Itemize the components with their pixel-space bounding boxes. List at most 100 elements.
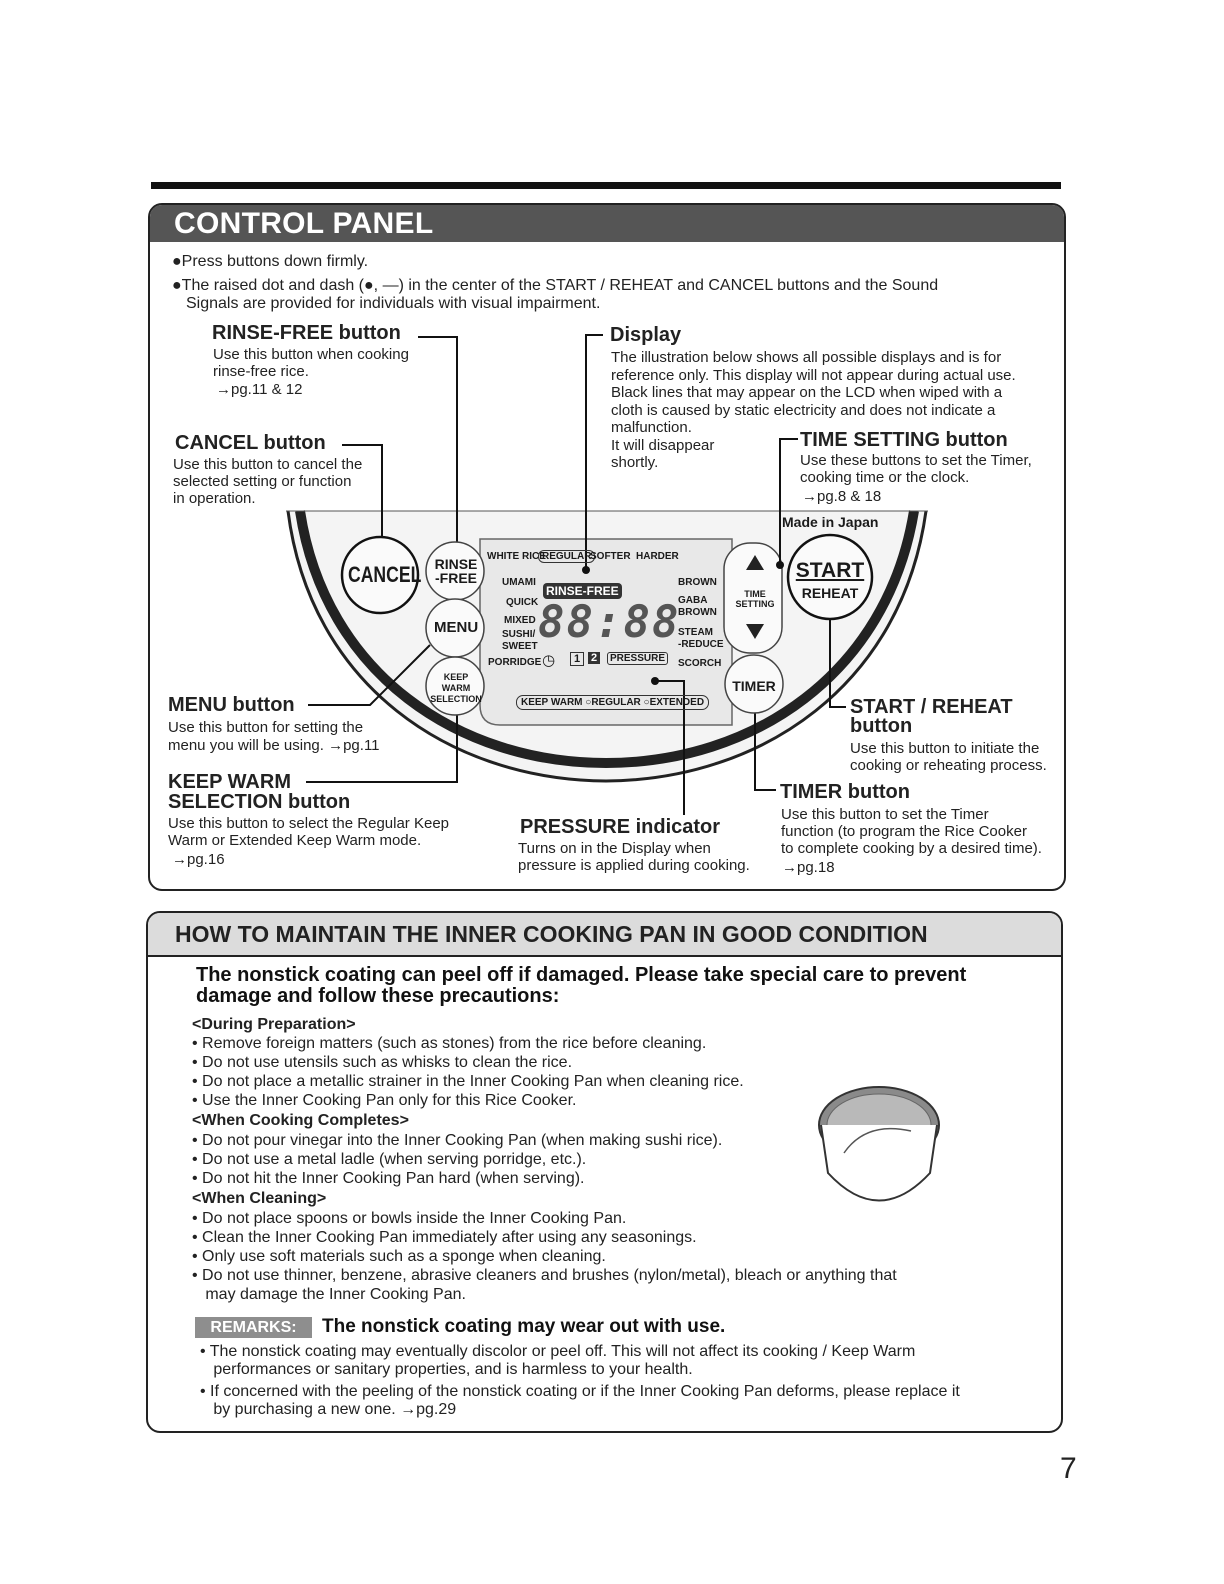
- pressure-line-2: pressure is applied during cooking.: [518, 857, 750, 874]
- control-panel-title: CONTROL PANEL: [174, 207, 434, 240]
- cancel-heading: CANCEL button: [175, 432, 326, 454]
- cooking-completes-heading: <When Cooking Completes>: [192, 1112, 409, 1129]
- lcd-harder: HARDER: [636, 551, 679, 562]
- lcd-two: 2: [588, 652, 601, 664]
- keep-warm-selection-button[interactable]: KEEP WARM SELECTION: [430, 672, 482, 705]
- rinse-free-line-2: rinse-free rice.: [213, 363, 309, 380]
- time-setting-line-2: cooking time or the clock.: [800, 469, 970, 486]
- rinse-free-button-label-1: RINSE: [434, 556, 478, 572]
- lcd-one: 1: [570, 652, 585, 666]
- timer-line-1: Use this button to set the Timer: [781, 806, 989, 823]
- lcd-keep-warm-row: KEEP WARM ○REGULAR ○EXTENDED: [516, 695, 710, 710]
- lcd-umami: UMAMI: [502, 577, 536, 588]
- prep-item-2: • Do not use utensils such as whisks to …: [192, 1054, 573, 1071]
- timer-line-2: function (to program the Rice Cooker: [781, 823, 1027, 840]
- time-setting-heading: TIME SETTING button: [800, 429, 1008, 451]
- bullet-raised-dot-cont: Signals are provided for individuals wit…: [186, 295, 601, 312]
- lcd-rinse-free-indicator: RINSE-FREE: [543, 583, 622, 599]
- rinse-free-heading: RINSE-FREE button: [212, 322, 401, 344]
- bullet-raised-dot: ●The raised dot and dash (●, —) in the c…: [172, 277, 939, 294]
- kw-button-label-2: SELECTION: [430, 694, 482, 704]
- rinse-free-button[interactable]: RINSE -FREE: [433, 557, 479, 585]
- maintain-section: HOW TO MAINTAIN THE INNER COOKING PAN IN…: [146, 911, 1063, 1433]
- time-setting-button[interactable]: TIME SETTING: [730, 589, 780, 609]
- display-line-1: The illustration below shows all possibl…: [611, 349, 1002, 366]
- remarks-item-1-cont: performances or sanitary properties, and…: [200, 1361, 693, 1378]
- lcd-porridge: PORRIDGE: [488, 657, 542, 668]
- lcd-reduce: -REDUCE: [678, 639, 724, 650]
- maintain-lead: The nonstick coating can peel off if dam…: [196, 965, 1036, 1007]
- start-reheat-line-2: cooking or reheating process.: [850, 757, 1047, 774]
- start-button[interactable]: START: [795, 559, 865, 582]
- lcd-gaba: GABA: [678, 595, 708, 606]
- clock-icon: ◷: [542, 652, 556, 669]
- cook-item-3: • Do not hit the Inner Cooking Pan hard …: [192, 1170, 585, 1187]
- lcd-scorch: SCORCH: [678, 658, 722, 669]
- remarks-item-2-cont: by purchasing a new one. →pg.29: [200, 1401, 457, 1418]
- lcd-sweet: SWEET: [502, 641, 538, 652]
- cancel-button[interactable]: CANCEL: [348, 562, 422, 587]
- menu-button[interactable]: MENU: [434, 619, 479, 636]
- lcd-quick: QUICK: [506, 597, 539, 608]
- clean-item-4-cont: may damage the Inner Cooking Pan.: [192, 1286, 466, 1303]
- prep-item-1: • Remove foreign matters (such as stones…: [192, 1035, 707, 1052]
- display-line-5: malfunction.: [611, 419, 692, 436]
- display-line-2: reference only. This display will not ap…: [611, 367, 1016, 384]
- rinse-free-button-label-2: -FREE: [435, 570, 477, 586]
- clean-item-4: • Do not use thinner, benzene, abrasive …: [192, 1267, 897, 1284]
- remarks-item-2: • If concerned with the peeling of the n…: [200, 1383, 960, 1400]
- lcd-kw-extended: ○EXTENDED: [643, 697, 705, 708]
- time-setting-page-ref: →pg.8 & 18: [802, 488, 882, 505]
- start-reheat-heading-1: START / REHEAT: [850, 696, 1013, 718]
- time-label-2: SETTING: [735, 599, 775, 609]
- lcd-mixed: MIXED: [504, 615, 536, 626]
- keep-warm-heading-1: KEEP WARM: [168, 771, 291, 793]
- keep-warm-heading-2: SELECTION button: [168, 791, 351, 813]
- start-reheat-line-1: Use this button to initiate the: [850, 740, 1040, 757]
- remarks-tag: REMARKS:: [195, 1317, 312, 1338]
- maintain-lead-line-2: damage and follow these precautions:: [196, 985, 560, 1007]
- pressure-line-1: Turns on in the Display when: [518, 840, 711, 857]
- cancel-line-2: selected setting or function: [173, 473, 352, 490]
- cook-item-1: • Do not pour vinegar into the Inner Coo…: [192, 1132, 723, 1149]
- clean-item-1: • Do not place spoons or bowls inside th…: [192, 1210, 627, 1227]
- when-cleaning-heading: <When Cleaning>: [192, 1190, 327, 1207]
- lcd-sushi: SUSHI/: [502, 629, 536, 640]
- cancel-line-3: in operation.: [173, 490, 256, 507]
- during-preparation-heading: <During Preparation>: [192, 1016, 356, 1033]
- lcd-pressure: PRESSURE: [607, 652, 669, 665]
- maintain-header: HOW TO MAINTAIN THE INNER COOKING PAN IN…: [148, 913, 1061, 957]
- start-reheat-heading-2: button: [850, 715, 913, 737]
- made-in-label: Made in Japan: [782, 514, 879, 530]
- cook-item-2: • Do not use a metal ladle (when serving…: [192, 1151, 587, 1168]
- display-line-7: shortly.: [611, 454, 659, 471]
- rinse-free-page-ref: →pg.11 & 12: [216, 381, 303, 398]
- control-panel-header: CONTROL PANEL: [150, 205, 1064, 242]
- top-rule: [151, 182, 1061, 189]
- lcd-kw-regular: ○REGULAR: [585, 697, 641, 708]
- menu-line-2: menu you will be using. →pg.11: [168, 737, 380, 754]
- page-number: 7: [1060, 1452, 1077, 1485]
- clean-item-3: • Only use soft materials such as a spon…: [192, 1248, 606, 1265]
- menu-heading: MENU button: [168, 694, 295, 716]
- lcd-digits: 88:88: [538, 597, 681, 648]
- rinse-free-line-1: Use this button when cooking: [213, 346, 409, 363]
- remarks-heading: The nonstick coating may wear out with u…: [322, 1316, 726, 1337]
- timer-button[interactable]: TIMER: [732, 678, 776, 694]
- lcd-keep-warm: KEEP WARM: [521, 697, 583, 708]
- display-line-4: cloth is caused by static electricity an…: [611, 402, 996, 419]
- control-panel-illustration: [286, 334, 928, 815]
- keep-warm-page-ref: →pg.16: [172, 851, 225, 868]
- prep-item-4: • Use the Inner Cooking Pan only for thi…: [192, 1092, 577, 1109]
- lcd-brown: BROWN: [678, 577, 717, 588]
- timer-line-3: to complete cooking by a desired time).: [781, 840, 1042, 857]
- lcd-gaba-brown: BROWN: [678, 607, 717, 618]
- control-panel-section: CONTROL PANEL ●Press buttons down firmly…: [148, 203, 1066, 891]
- clean-item-2: • Clean the Inner Cooking Pan immediatel…: [192, 1229, 697, 1246]
- maintain-title: HOW TO MAINTAIN THE INNER COOKING PAN IN…: [175, 921, 928, 947]
- display-heading: Display: [610, 324, 682, 346]
- lcd-steam: STEAM: [678, 627, 713, 638]
- inner-cooking-pan-illustration: [818, 1086, 940, 1202]
- bullet-press-firmly: ●Press buttons down firmly.: [172, 253, 369, 270]
- pressure-heading: PRESSURE indicator: [520, 816, 721, 838]
